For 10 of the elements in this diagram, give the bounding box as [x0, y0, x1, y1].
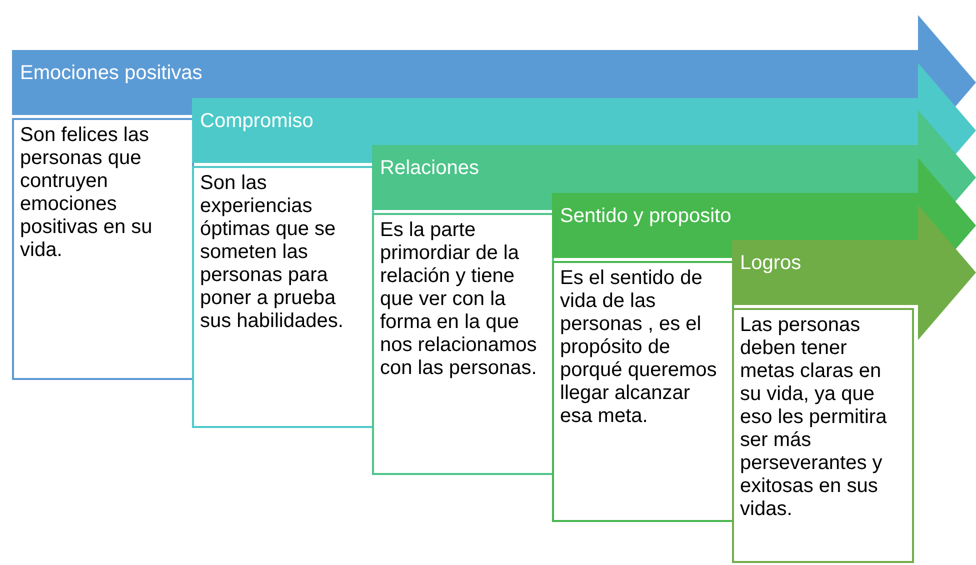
- description-box: Las personas deben tener metas claras en su vida, ya que eso les permitira ser más perseverantes y exitosas en sus vidas.: [732, 308, 914, 563]
- banner-heading: Compromiso: [200, 110, 314, 132]
- description-box: Es la parte primordiar de la relación y tiene que ver con la forma en la que nos relacionamos con las personas.: [372, 213, 554, 475]
- banner-heading: Logros: [740, 252, 802, 275]
- banner-heading: Emociones positivas: [20, 62, 202, 85]
- banner-heading: Relaciones: [380, 157, 479, 180]
- banner-heading: Sentido y proposito: [560, 204, 732, 228]
- description-box: Es el sentido de vida de las personas , es el propósito de porqué queremos llegar alcanzar esa meta.: [552, 260, 734, 522]
- description-box: Son las experiencias óptimas que se someten las personas para poner a prueba sus habilidades.: [192, 166, 374, 428]
- description-box: Son felices las personas que contruyen emociones positivas en su vida.: [12, 118, 194, 380]
